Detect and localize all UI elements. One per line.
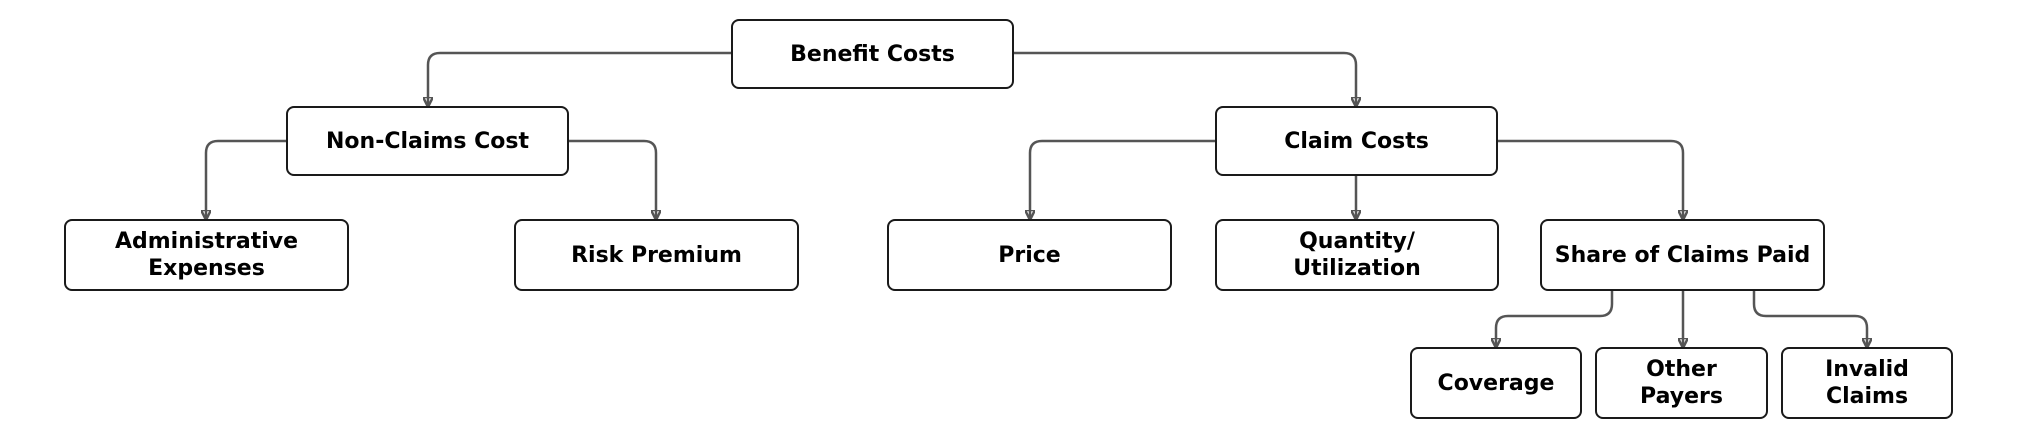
node-label: Quantity/ Utilization [1293, 229, 1421, 281]
node-benefit-costs: Benefit Costs [731, 19, 1014, 89]
node-label: Risk Premium [571, 242, 742, 268]
node-label: Administrative Expenses [114, 229, 299, 281]
connector-benefit-costs-to-claim-costs [1014, 51, 1356, 106]
node-label: Other Payers [1640, 357, 1723, 409]
node-label: Non-Claims Cost [326, 128, 529, 154]
connector-non-claims-cost-to-administrative-expenses [206, 139, 286, 219]
node-invalid-claims: Invalid Claims [1781, 347, 1953, 419]
node-coverage: Coverage [1410, 347, 1582, 419]
connector-share-of-claims-paid-to-coverage [1496, 291, 1614, 347]
node-label: Benefit Costs [790, 41, 955, 67]
connector-non-claims-cost-to-risk-premium [569, 139, 656, 219]
node-quantity-utilization: Quantity/ Utilization [1215, 219, 1499, 291]
node-share-of-claims-paid: Share of Claims Paid [1540, 219, 1825, 291]
node-non-claims-cost: Non-Claims Cost [286, 106, 569, 176]
connector-claim-costs-to-share-of-claims-paid [1498, 139, 1683, 219]
connector-benefit-costs-to-non-claims-cost [428, 51, 731, 106]
node-label: Price [998, 242, 1061, 268]
node-price: Price [887, 219, 1172, 291]
node-other-payers: Other Payers [1595, 347, 1768, 419]
node-label: Share of Claims Paid [1554, 242, 1811, 268]
connector-claim-costs-to-price [1030, 139, 1215, 219]
node-label: Coverage [1437, 370, 1555, 396]
node-label: Invalid Claims [1825, 357, 1909, 409]
node-claim-costs: Claim Costs [1215, 106, 1498, 176]
node-administrative-expenses: Administrative Expenses [64, 219, 349, 291]
node-risk-premium: Risk Premium [514, 219, 799, 291]
node-label: Claim Costs [1284, 128, 1429, 154]
connector-share-of-claims-paid-to-invalid-claims [1752, 291, 1867, 347]
